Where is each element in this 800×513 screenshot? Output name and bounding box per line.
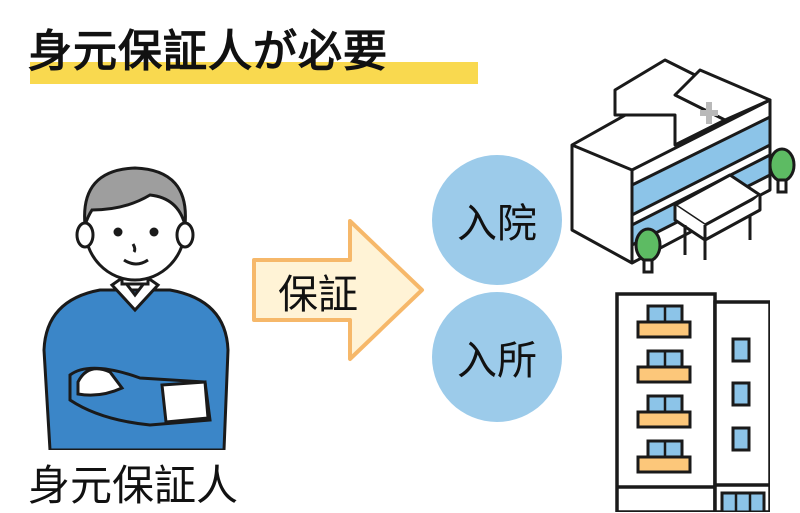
guarantor-label: 身元保証人 [28, 461, 239, 510]
hospital-building-icon [570, 58, 796, 274]
hospitalization-circle: 入院 [432, 155, 562, 285]
care-facility-building-icon [615, 292, 770, 512]
guarantee-arrow [252, 219, 424, 361]
facility-admission-label: 入所 [457, 338, 537, 384]
facility-admission-circle: 入所 [432, 292, 562, 422]
title-highlight [30, 62, 478, 84]
guarantor-person-illustration [42, 166, 230, 450]
title-block: 身元保証人が必要 [28, 22, 478, 84]
hospitalization-label: 入院 [457, 201, 537, 247]
guarantee-arrow-label: 保証 [278, 272, 358, 318]
page-title: 身元保証人が必要 [28, 26, 388, 77]
